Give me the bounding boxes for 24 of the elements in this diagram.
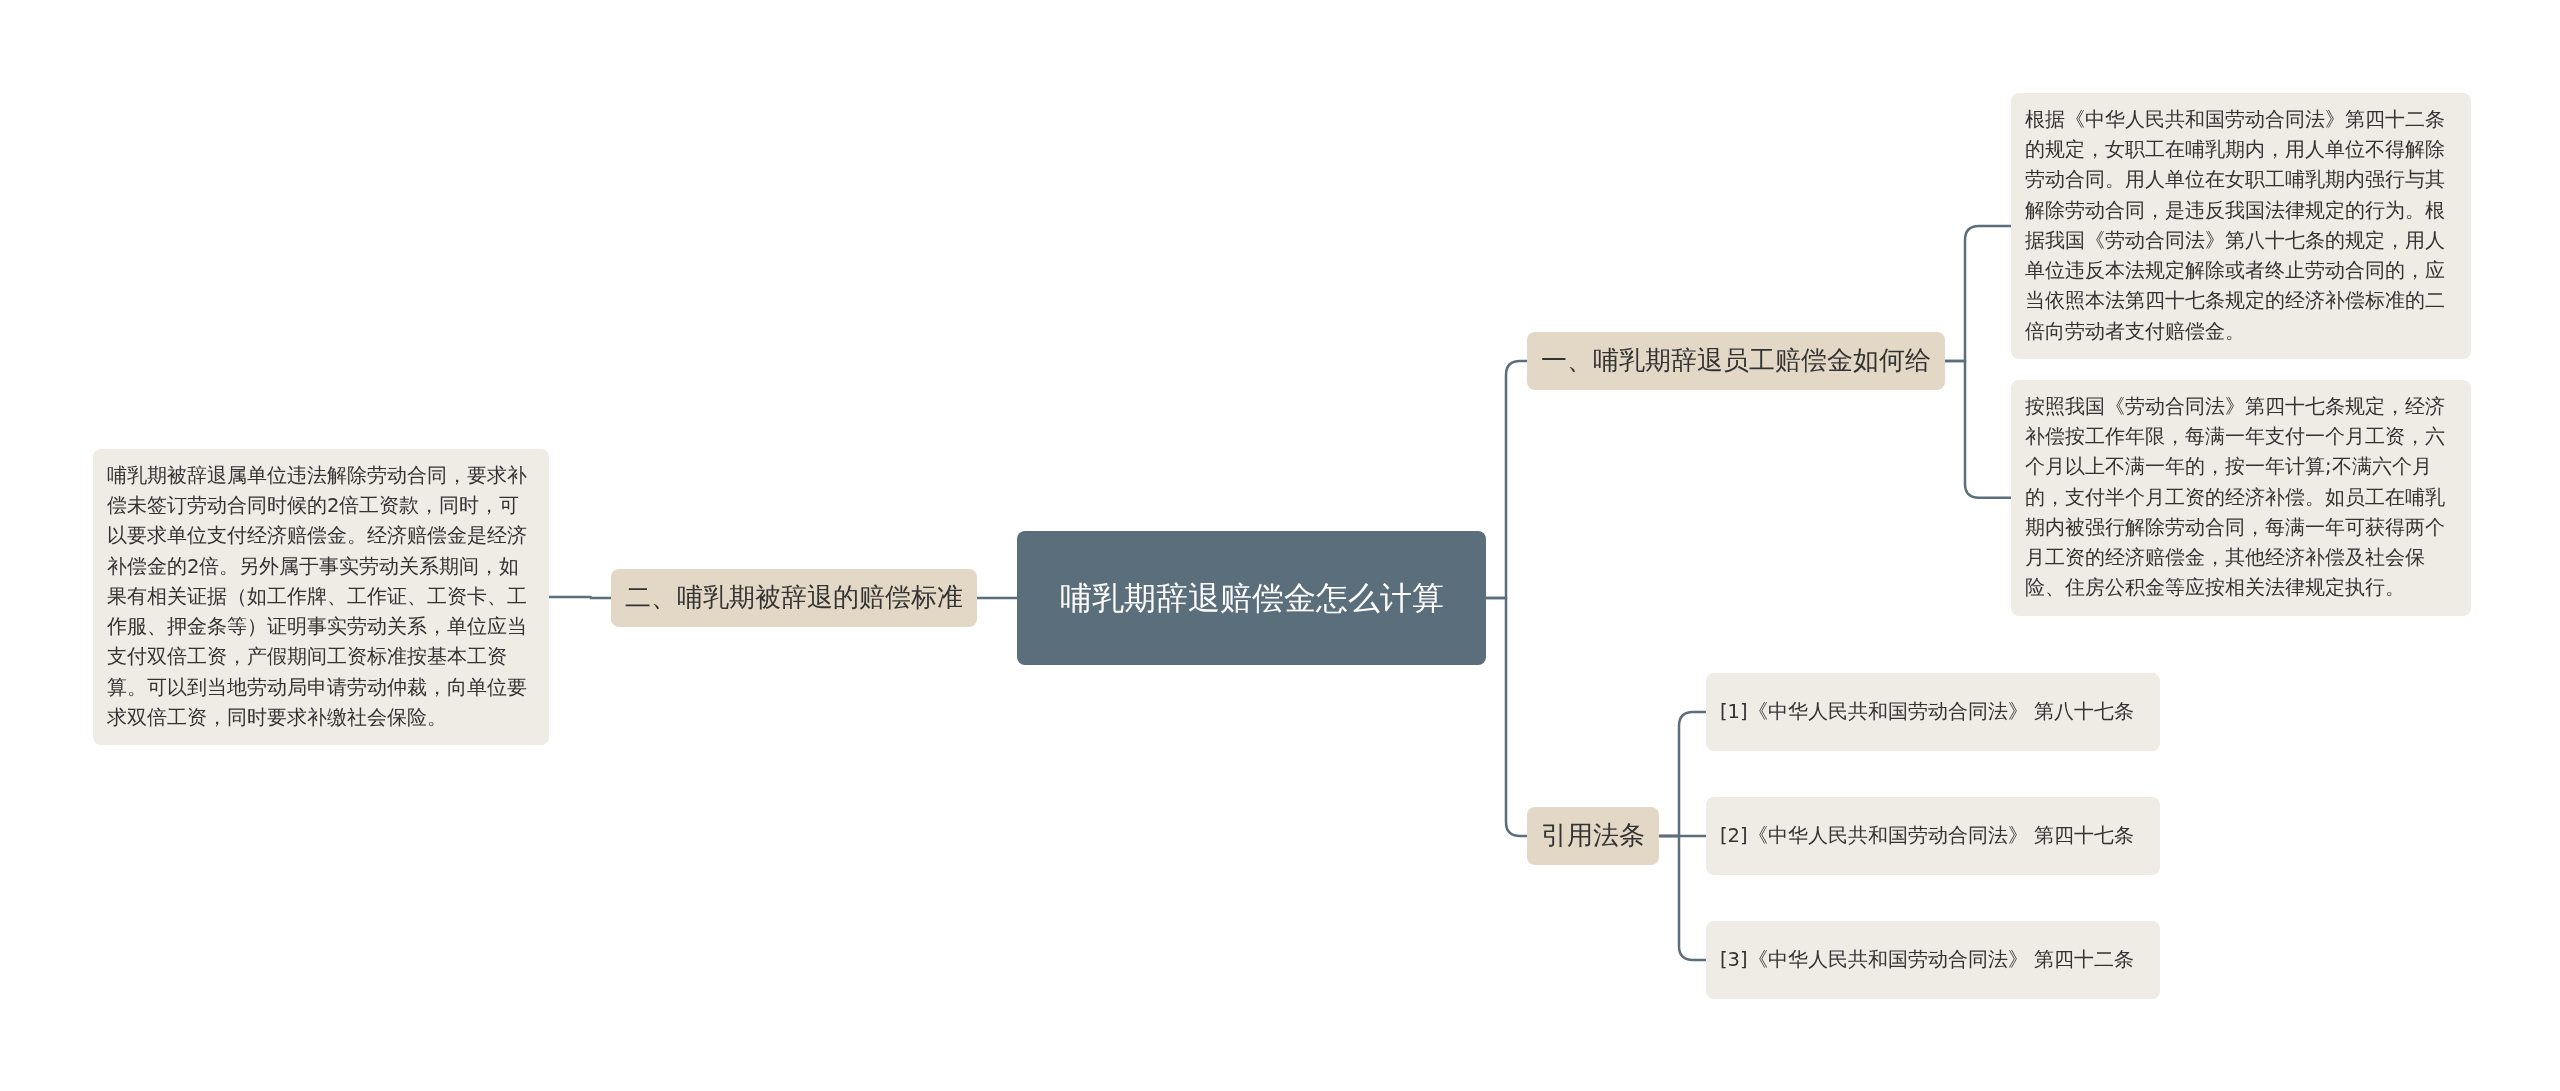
- topic-text: [3]《中华人民共和国劳动合同法》 第四十二条: [1720, 946, 2135, 973]
- connector-line: [1486, 596, 1527, 838]
- connector-line: [549, 595, 611, 600]
- connector-line: [977, 596, 1017, 600]
- topic-text: 根据《中华人民共和国劳动合同法》第四十二条的规定，女职工在哺乳期内，用人单位不得解除劳动合同。用人单位在女职工哺乳期内强行与其解除劳动合同，是违反我国法律规定的行为。根据我国《劳动合同法》第八十七条的规定，用人单位违反本法规定解除或者终止劳动合同的，应当依照本法第四十七条规定的经济补偿标准的二倍向劳动者支付赔偿金。: [2025, 107, 2446, 345]
- topic-text: 按照我国《劳动合同法》第四十七条规定，经济补偿按工作年限，每满一年支付一个月工资，六个月以上不满一年的，按一年计算;不满六个月的，支付半个月工资的经济补偿。如员工在哺乳期内被强行解除劳动合同，每满一年可获得两个月工资的经济赔偿金，其他经济补偿及社会保险、住房公积金等应按相关法律规定执行。: [2025, 394, 2446, 602]
- detail-note-box: [1706, 673, 2160, 751]
- branch-topic-box: [1527, 332, 1945, 390]
- topic-text: 哺乳期被辞退属单位违法解除劳动合同，要求补偿未签订劳动合同时候的2倍工资款，同时，可以要求单位支付经济赔偿金。经济赔偿金是经济补偿金的2倍。另外属于事实劳动关系期间，如果有相关证据（如工作牌、工作证、工资卡、工作服、押金条等）证明事实劳动关系，单位应当支付双倍工资，产假期间工资标准按基本工资算。可以到当地劳动局申请劳动仲裁，向单位要求双倍工资，同时要求补缴社会保险。: [107, 463, 528, 731]
- topic-text: 二、哺乳期被辞退的赔偿标准: [625, 581, 963, 615]
- topic-text: 哺乳期辞退赔偿金怎么计算: [1058, 577, 1445, 619]
- topic-text: [1]《中华人民共和国劳动合同法》 第八十七条: [1720, 698, 2135, 725]
- topic-text: [2]《中华人民共和国劳动合同法》 第四十七条: [1720, 822, 2135, 849]
- root-topic-box: [1017, 531, 1486, 665]
- topic-text: 引用法条: [1541, 819, 1645, 853]
- detail-note-box: [1706, 797, 2160, 875]
- connector-line: [1945, 359, 2011, 499]
- branch-topic-box: [1527, 807, 1659, 865]
- branch-topic-box: [611, 569, 977, 627]
- detail-note-box: [2011, 380, 2471, 616]
- detail-note-box: [2011, 93, 2471, 359]
- topic-text: 一、哺乳期辞退员工赔偿金如何给: [1541, 344, 1931, 378]
- detail-note-box: [1706, 921, 2160, 999]
- detail-note-box: [93, 449, 549, 745]
